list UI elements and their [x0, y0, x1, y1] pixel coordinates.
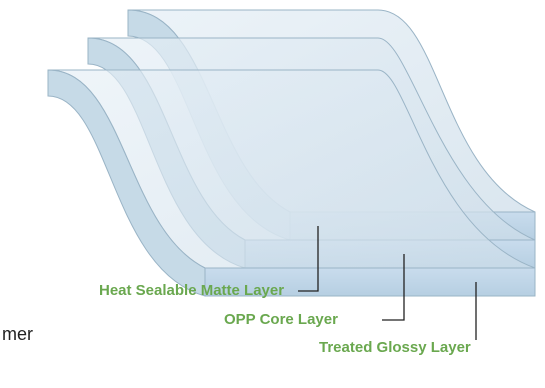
label-opp-core: OPP Core Layer: [224, 311, 338, 328]
leader-line-opp: [382, 254, 405, 321]
leader-line-heat: [298, 226, 319, 292]
label-heat-sealable-matte: Heat Sealable Matte Layer: [99, 282, 285, 299]
cropped-text-fragment: mer: [2, 324, 33, 344]
label-treated-glossy: Treated Glossy Layer: [319, 339, 471, 356]
treated-glossy-layer: [47, 69, 536, 297]
